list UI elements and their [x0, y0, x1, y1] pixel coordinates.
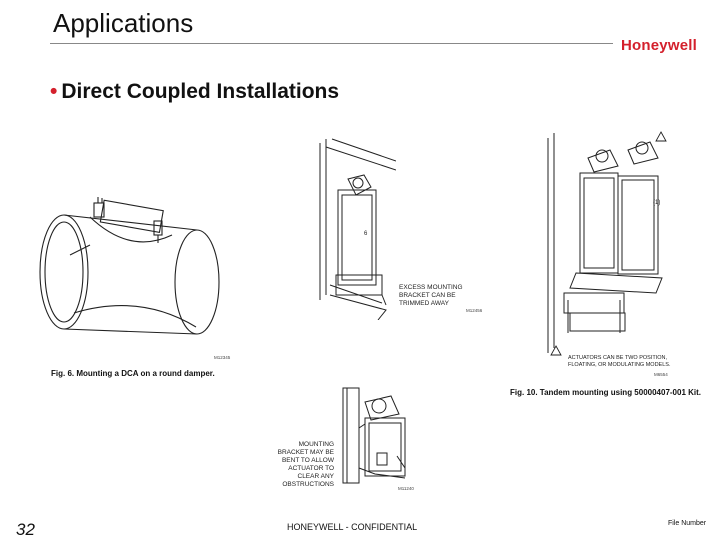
round-damper-figure: [30, 195, 230, 355]
bent-bracket-note-line: OBSTRUCTIONS: [282, 481, 334, 488]
bracket-trim-note-line: BRACKET CAN BE: [399, 292, 456, 299]
bracket-trim-note-line: TRIMMED AWAY: [399, 300, 449, 307]
bent-bracket-note-line: BRACKET MAY BE: [277, 449, 334, 456]
round-damper-drawing: [39, 197, 220, 335]
svg-text:(1): (1): [653, 200, 660, 206]
bracket-trim-drawing: 6: [319, 138, 396, 320]
confidential-label: HONEYWELL - CONFIDENTIAL: [287, 522, 418, 532]
bent-bracket-note-line: BENT TO ALLOW: [281, 457, 334, 464]
slide-title: Applications: [53, 8, 194, 38]
bracket-trim-figure: 6: [316, 135, 396, 320]
honeywell-logo: Honeywell: [621, 37, 697, 54]
bracket-trim-code: M12456: [466, 308, 483, 313]
tandem-caption: Fig. 10. Tandem mounting using 50000407-…: [510, 388, 702, 397]
bent-bracket-note-line: MOUNTING: [298, 441, 334, 448]
tandem-figure: (1): [540, 128, 675, 358]
bent-bracket-note: MOUNTING BRACKET MAY BE BENT TO ALLOW AC…: [268, 441, 334, 489]
page-number: 32: [16, 520, 35, 539]
bullet-text: Direct Coupled Installations: [61, 80, 340, 103]
bent-bracket-code: M11240: [398, 486, 414, 491]
bullet-dot-icon: •: [50, 80, 58, 103]
bullet-item: •Direct Coupled Installations: [50, 80, 339, 104]
tandem-note-line: ACTUATORS CAN BE TWO POSITION,: [568, 355, 668, 361]
bracket-trim-note-line: EXCESS MOUNTING: [399, 284, 463, 291]
round-damper-code: M12345: [214, 355, 231, 360]
bent-bracket-note-line: CLEAR ANY: [297, 473, 335, 480]
round-damper-caption: Fig. 6. Mounting a DCA on a round damper…: [51, 369, 215, 378]
tandem-note-line: FLOATING, OR MODULATING MODELS.: [568, 361, 671, 368]
bent-bracket-note-line: ACTUATOR TO: [288, 465, 334, 472]
bent-bracket-drawing: [342, 387, 406, 484]
tandem-note: ACTUATORS CAN BE TWO POSITION, FLOATING,…: [568, 355, 670, 368]
file-number-label: File Number: [668, 520, 707, 527]
bent-bracket-figure: [335, 378, 420, 488]
tandem-code: M6554: [654, 372, 668, 377]
title-divider: [50, 43, 613, 44]
bracket-trim-note: EXCESS MOUNTING BRACKET CAN BE TRIMMED A…: [399, 284, 463, 308]
tandem-drawing: (1): [547, 131, 667, 356]
svg-text:6: 6: [364, 231, 368, 237]
